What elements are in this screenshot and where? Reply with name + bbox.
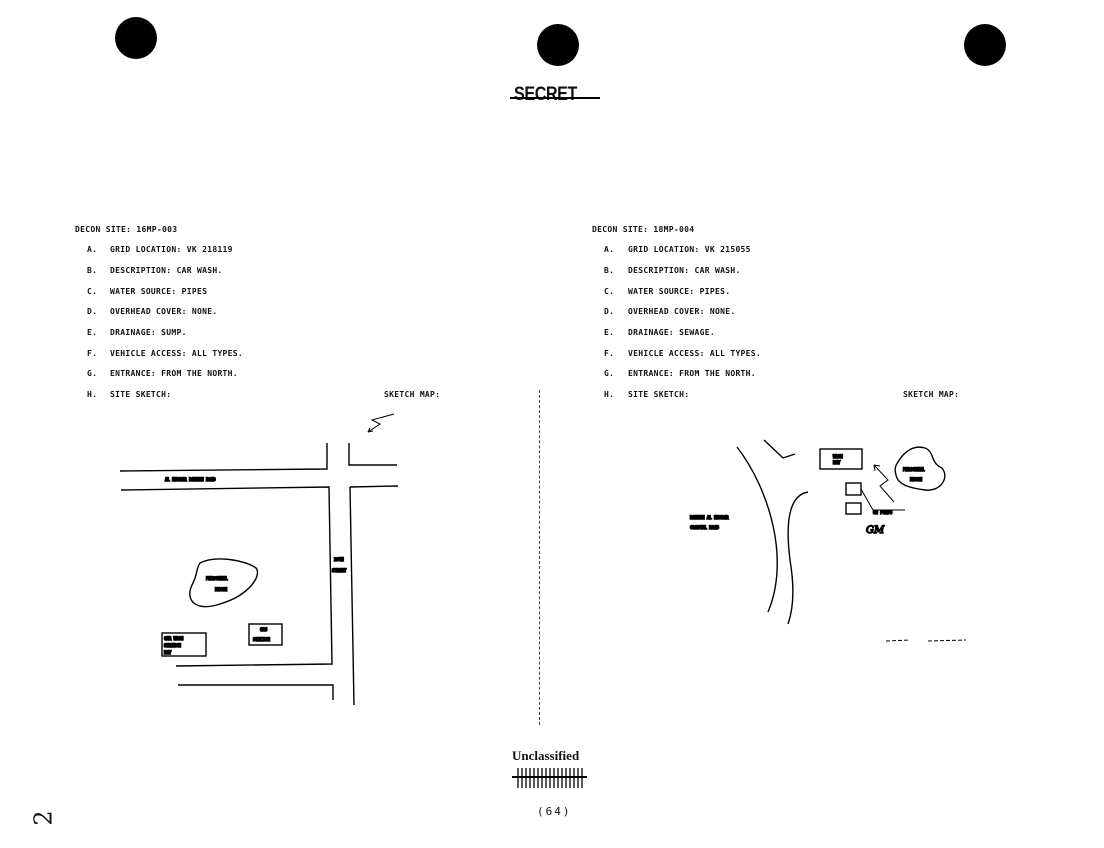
- handwritten-margin-note: 2: [29, 810, 58, 826]
- gas-station-box: [248, 623, 283, 646]
- item-text: DESCRIPTION: CAR WASH.: [628, 266, 741, 275]
- road-line: [178, 684, 334, 700]
- unclassified-marking: Unclassified: [512, 748, 580, 763]
- sketch-line: [873, 464, 881, 472]
- handwritten-initials: GM: [866, 525, 885, 536]
- sketch-line: [367, 427, 374, 433]
- map-label: COASTAL ROAD: [690, 525, 719, 530]
- item-letter: C.: [87, 287, 98, 296]
- map-label: SERVICE: [164, 643, 181, 648]
- item-text: SITE SKETCH:: [628, 390, 690, 399]
- map-label: CAR WASH: [164, 636, 184, 641]
- classification-strikethrough: [510, 97, 600, 99]
- pump-box: [845, 482, 862, 496]
- map-label: BAY: [833, 460, 841, 465]
- item-letter: B.: [604, 266, 615, 275]
- item-letter: H.: [604, 390, 615, 399]
- item-text: DRAINAGE: SEWAGE.: [628, 328, 715, 337]
- item-letter: E.: [87, 328, 98, 337]
- map-label: 20TH: [334, 557, 344, 562]
- map-label: GAS: [260, 627, 268, 632]
- map-label: DECON: [910, 477, 923, 482]
- item-letter: A.: [604, 245, 615, 254]
- page-divider: [539, 390, 540, 725]
- right-site-sketch: WASH BAY PERSONNEL DECON OW PUMPS DAMMAM…: [689, 439, 967, 642]
- site-title: DECON SITE: 18MP-004: [592, 225, 695, 234]
- item-text: OVERHEAD COVER: NONE.: [628, 307, 736, 316]
- item-text: GRID LOCATION: VK 215055: [628, 245, 751, 254]
- item-text: VEHICLE ACCESS: ALL TYPES.: [110, 349, 244, 358]
- item-text: GRID LOCATION: VK 218119: [110, 245, 233, 254]
- map-label: WASH: [833, 454, 843, 459]
- item-text: VEHICLE ACCESS: ALL TYPES.: [628, 349, 762, 358]
- item-letter: H.: [87, 390, 98, 399]
- left-site-sketch: AL KHOBAR DAMMAM ROAD 20TH STREET PERSON…: [119, 413, 399, 706]
- road-line: [763, 439, 796, 459]
- map-label: PERSONNEL: [903, 467, 925, 472]
- map-label: BAY: [164, 650, 172, 655]
- site-title: DECON SITE: 16MP-003: [75, 225, 178, 234]
- map-label: DECON: [215, 587, 228, 592]
- item-text: SITE SKETCH:: [110, 390, 172, 399]
- item-text: ENTRANCE: FROM THE NORTH.: [628, 369, 756, 378]
- sketch-line: [860, 488, 905, 511]
- item-text: WATER SOURCE: PIPES: [110, 287, 208, 296]
- map-label: PERSONNEL: [206, 576, 228, 581]
- coastal-road-curve: [787, 491, 809, 625]
- road-line: [119, 443, 328, 472]
- item-letter: C.: [604, 287, 615, 296]
- item-text: WATER SOURCE: PIPES.: [628, 287, 731, 296]
- map-label: OW PUMPS: [873, 510, 893, 515]
- item-text: DRAINAGE: SUMP.: [110, 328, 187, 337]
- punch-hole-right: [964, 24, 1006, 66]
- decon-area-outline: [189, 558, 259, 608]
- map-label: DAMMAM AL KHOBAR: [690, 515, 729, 520]
- wash-bay-box: [819, 448, 863, 470]
- coastal-road-curve: [736, 446, 778, 613]
- crossed-out-secret-stamp: [517, 768, 585, 788]
- item-letter: A.: [87, 245, 98, 254]
- road-line: [349, 486, 355, 706]
- north-arrow-icon: [873, 464, 895, 503]
- item-letter: F.: [604, 349, 615, 358]
- map-label: STATION: [253, 637, 270, 642]
- decon-area-outline: [894, 446, 946, 491]
- item-letter: D.: [87, 307, 98, 316]
- sketch-map-label: SKETCH MAP:: [903, 390, 960, 399]
- page-number: (64): [537, 805, 572, 818]
- punch-hole-left: [115, 17, 157, 59]
- stamp-strikethrough: [512, 776, 587, 778]
- map-label: STREET: [332, 568, 347, 573]
- item-letter: E.: [604, 328, 615, 337]
- item-text: ENTRANCE: FROM THE NORTH.: [110, 369, 238, 378]
- car-wash-bay-box: [161, 632, 207, 657]
- road-line: [120, 486, 333, 667]
- pump-box: [845, 502, 862, 515]
- item-letter: F.: [87, 349, 98, 358]
- sketch-line: [885, 639, 967, 642]
- item-letter: B.: [87, 266, 98, 275]
- road-line: [348, 443, 397, 466]
- item-text: DESCRIPTION: CAR WASH.: [110, 266, 223, 275]
- item-text: OVERHEAD COVER: NONE.: [110, 307, 218, 316]
- road-line: [349, 485, 399, 488]
- item-letter: G.: [604, 369, 615, 378]
- map-label: AL KHOBAR DAMMAM ROAD: [165, 477, 216, 482]
- item-letter: G.: [87, 369, 98, 378]
- punch-hole-center: [537, 24, 579, 66]
- sketch-map-label: SKETCH MAP:: [384, 390, 441, 399]
- north-arrow-icon: [367, 413, 395, 433]
- classification-header: SECRET: [514, 84, 577, 105]
- item-letter: D.: [604, 307, 615, 316]
